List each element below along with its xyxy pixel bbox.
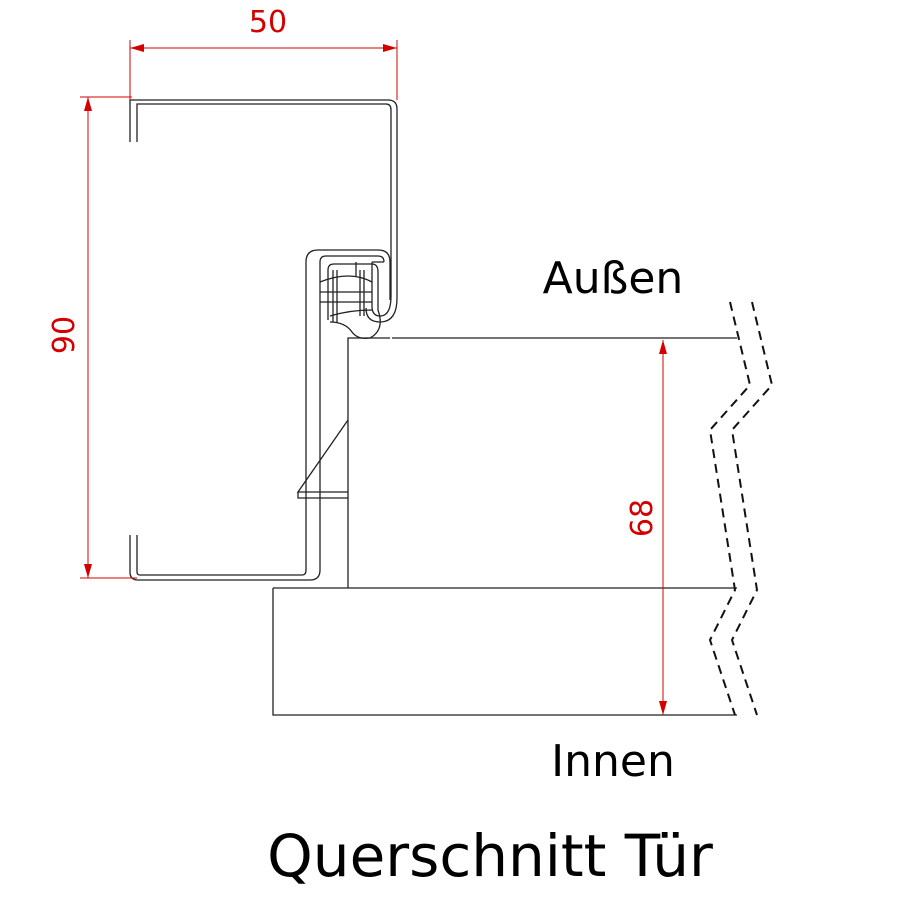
dimension-door-label: 68 <box>625 499 660 537</box>
dimension-depth-label: 90 <box>47 316 82 354</box>
dimension-door: 68 <box>625 340 667 715</box>
door-leaf <box>272 337 737 716</box>
frame-profile <box>129 99 398 581</box>
diagram-title: Querschnitt Tür <box>267 822 713 890</box>
break-lines <box>708 301 774 716</box>
dimension-width: 50 <box>129 5 398 100</box>
inside-label: Innen <box>551 736 675 787</box>
seal-gasket <box>319 263 381 340</box>
outside-label: Außen <box>543 253 684 304</box>
dimension-width-label: 50 <box>249 5 287 40</box>
dimension-depth: 90 <box>47 96 137 579</box>
